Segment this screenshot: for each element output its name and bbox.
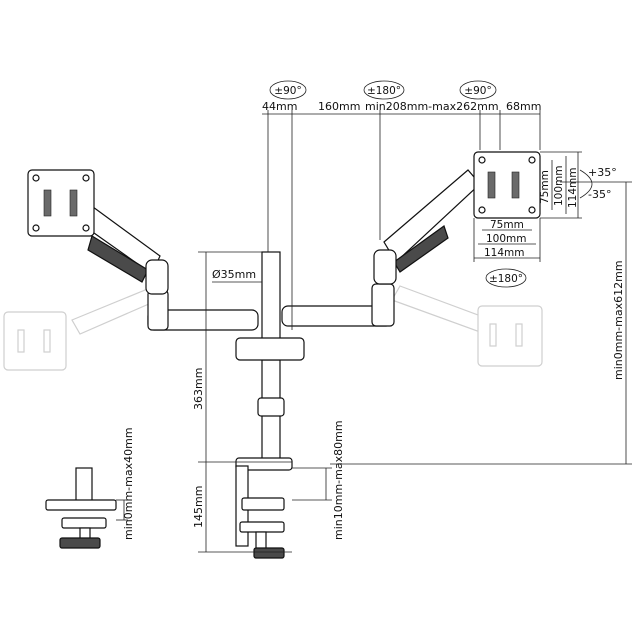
dim-pole-diameter: Ø35mm: [212, 268, 256, 281]
left-vesa-plate: [27, 169, 95, 237]
dim-reach: min208mm-max262mm: [365, 100, 499, 113]
ghost-left-arm: [3, 287, 159, 371]
desk-clamp: [235, 457, 293, 559]
right-upper-arm: [373, 169, 481, 285]
dim-grommet-thickness: min0mm-max40mm: [122, 427, 135, 540]
right-vesa-plate: [473, 151, 541, 219]
grommet-detail: [45, 467, 117, 549]
rotation-label: ±180°: [367, 85, 401, 97]
dim-vesa-114-v: 114mm: [567, 168, 579, 209]
dim-clamp-height: 145mm: [192, 486, 205, 528]
dim-44: 44mm: [262, 100, 297, 113]
dim-vesa-114-h: 114mm: [484, 247, 525, 259]
rotation-badge-right: ±90°: [459, 80, 497, 100]
dim-vesa-100-v: 100mm: [553, 166, 565, 207]
dim-vesa-100-h: 100mm: [486, 233, 527, 245]
ghost-right-arm: [391, 285, 543, 367]
left-lower-arm: [147, 289, 259, 331]
rotation-badge-center: ±180°: [363, 80, 405, 100]
dim-tilt-up: +35°: [588, 166, 617, 179]
dim-vesa-75-v: 75mm: [539, 170, 551, 204]
dim-160: 160mm: [318, 100, 360, 113]
rotation-label: ±180°: [489, 273, 523, 285]
rotation-badge-left: ±90°: [269, 80, 307, 100]
rotation-badge-lower-right: ±180°: [485, 268, 527, 288]
rotation-label: ±90°: [464, 85, 491, 97]
dim-tilt-down: -35°: [588, 188, 611, 201]
dim-pole-height: 363mm: [192, 368, 205, 410]
center-pole: [235, 251, 305, 461]
dim-vesa-75-h: 75mm: [490, 219, 524, 231]
dimension-lines: [116, 110, 632, 553]
dimension-labels: 44mm 160mm min208mm-max262mm 68mm Ø35mm …: [122, 100, 625, 540]
dim-height-range: min0mm-max612mm: [612, 260, 625, 380]
dim-desk-thickness: min10mm-max80mm: [332, 420, 345, 540]
dim-68: 68mm: [506, 100, 541, 113]
rotation-label: ±90°: [274, 85, 301, 97]
right-lower-arm: [281, 283, 395, 327]
